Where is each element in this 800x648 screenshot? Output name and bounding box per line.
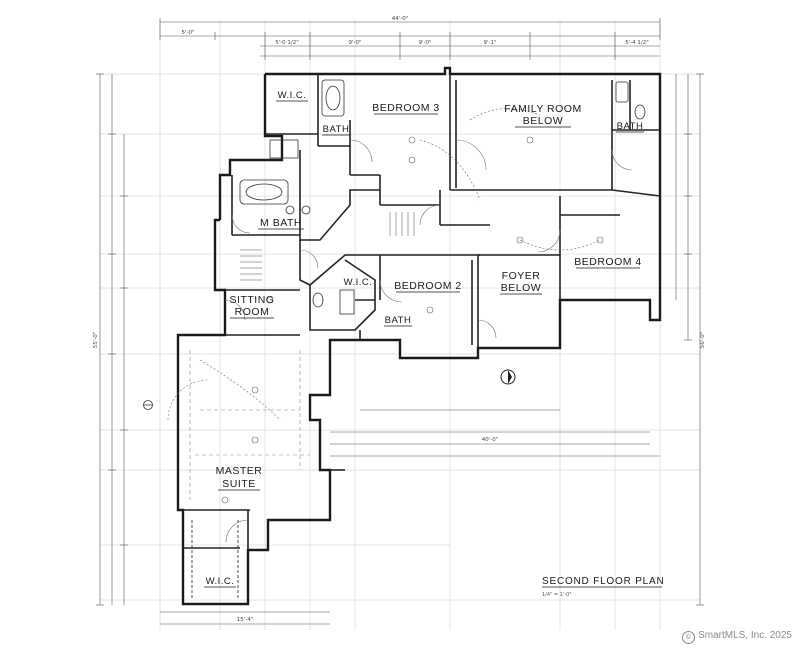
electrical-symbols: [199, 108, 604, 504]
room-label-wic-bottom: W.I.C.: [206, 576, 235, 587]
plan-scale: 1/4" = 1'-0": [542, 592, 572, 598]
north-arrow-icon: [500, 369, 516, 385]
dim-top-seg-6: 5'-4 1/2": [625, 40, 649, 46]
copyright-watermark: ©SmartMLS, Inc. 2025: [682, 630, 792, 644]
exterior-walls: [176, 66, 662, 606]
dim-overall-right: 56'-0": [700, 332, 706, 349]
plumbing-fixtures: [239, 79, 646, 315]
plan-title: SECOND FLOOR PLAN: [542, 576, 665, 587]
room-label-bath-top-left: BATH: [323, 124, 350, 135]
dim-top-seg-2: 5'-0 1/2": [275, 40, 299, 46]
dim-mid-run: 40'-0": [482, 437, 499, 443]
room-label-sitting-room: ROOM: [235, 306, 270, 318]
door-swings: [167, 139, 633, 543]
room-label-bath-top-right: BATH: [617, 121, 644, 132]
room-label-family-room: FAMILY ROOM: [504, 103, 581, 115]
interior-walls: [178, 74, 661, 598]
dimension-lines: [96, 18, 704, 625]
room-labels: W.I.C. BATH BEDROOM 3 FAMILY ROOM BELOW …: [204, 90, 644, 588]
dim-top-seg-1: 5'-0": [181, 30, 194, 36]
room-label-master: MASTER: [216, 465, 263, 477]
room-label-m-bath: M BATH: [260, 217, 302, 229]
room-label-wic-top: W.I.C.: [278, 90, 307, 101]
room-label-foyer-below: BELOW: [501, 282, 541, 294]
dim-top-seg-5: 9'-1": [483, 40, 496, 46]
dim-top-seg-3: 9'-0": [348, 40, 361, 46]
room-label-bedroom-3: BEDROOM 3: [372, 102, 440, 114]
stair-treads: [240, 212, 415, 281]
dim-overall-top: 44'-0": [392, 16, 409, 22]
room-label-bath-mid: BATH: [385, 315, 412, 326]
room-label-sitting: SITTING: [230, 294, 275, 306]
dim-top-seg-4: 9'-0": [418, 40, 431, 46]
sheet-title-block: SECOND FLOOR PLAN 1/4" = 1'-0": [542, 576, 665, 598]
dimension-labels: 44'-0" 5'-0" 5'-0 1/2" 9'-0" 9'-0" 9'-1"…: [93, 16, 706, 623]
dim-overall-left: 55'-0": [93, 332, 99, 349]
sloped-ceiling-lines: [189, 350, 310, 500]
copyright-text: SmartMLS, Inc. 2025: [698, 630, 792, 641]
section-marker-icon: [143, 400, 153, 410]
room-label-foyer: FOYER: [502, 270, 541, 282]
room-label-wic-mid: W.I.C.: [344, 277, 373, 288]
dim-lower-run: 15'-4": [237, 617, 254, 623]
room-label-bedroom-4: BEDROOM 4: [574, 256, 642, 268]
room-label-bedroom-2: BEDROOM 2: [394, 280, 462, 292]
copyright-icon: ©: [682, 631, 696, 644]
room-label-master-suite: SUITE: [222, 478, 255, 490]
room-label-family-room-below: BELOW: [523, 115, 563, 127]
